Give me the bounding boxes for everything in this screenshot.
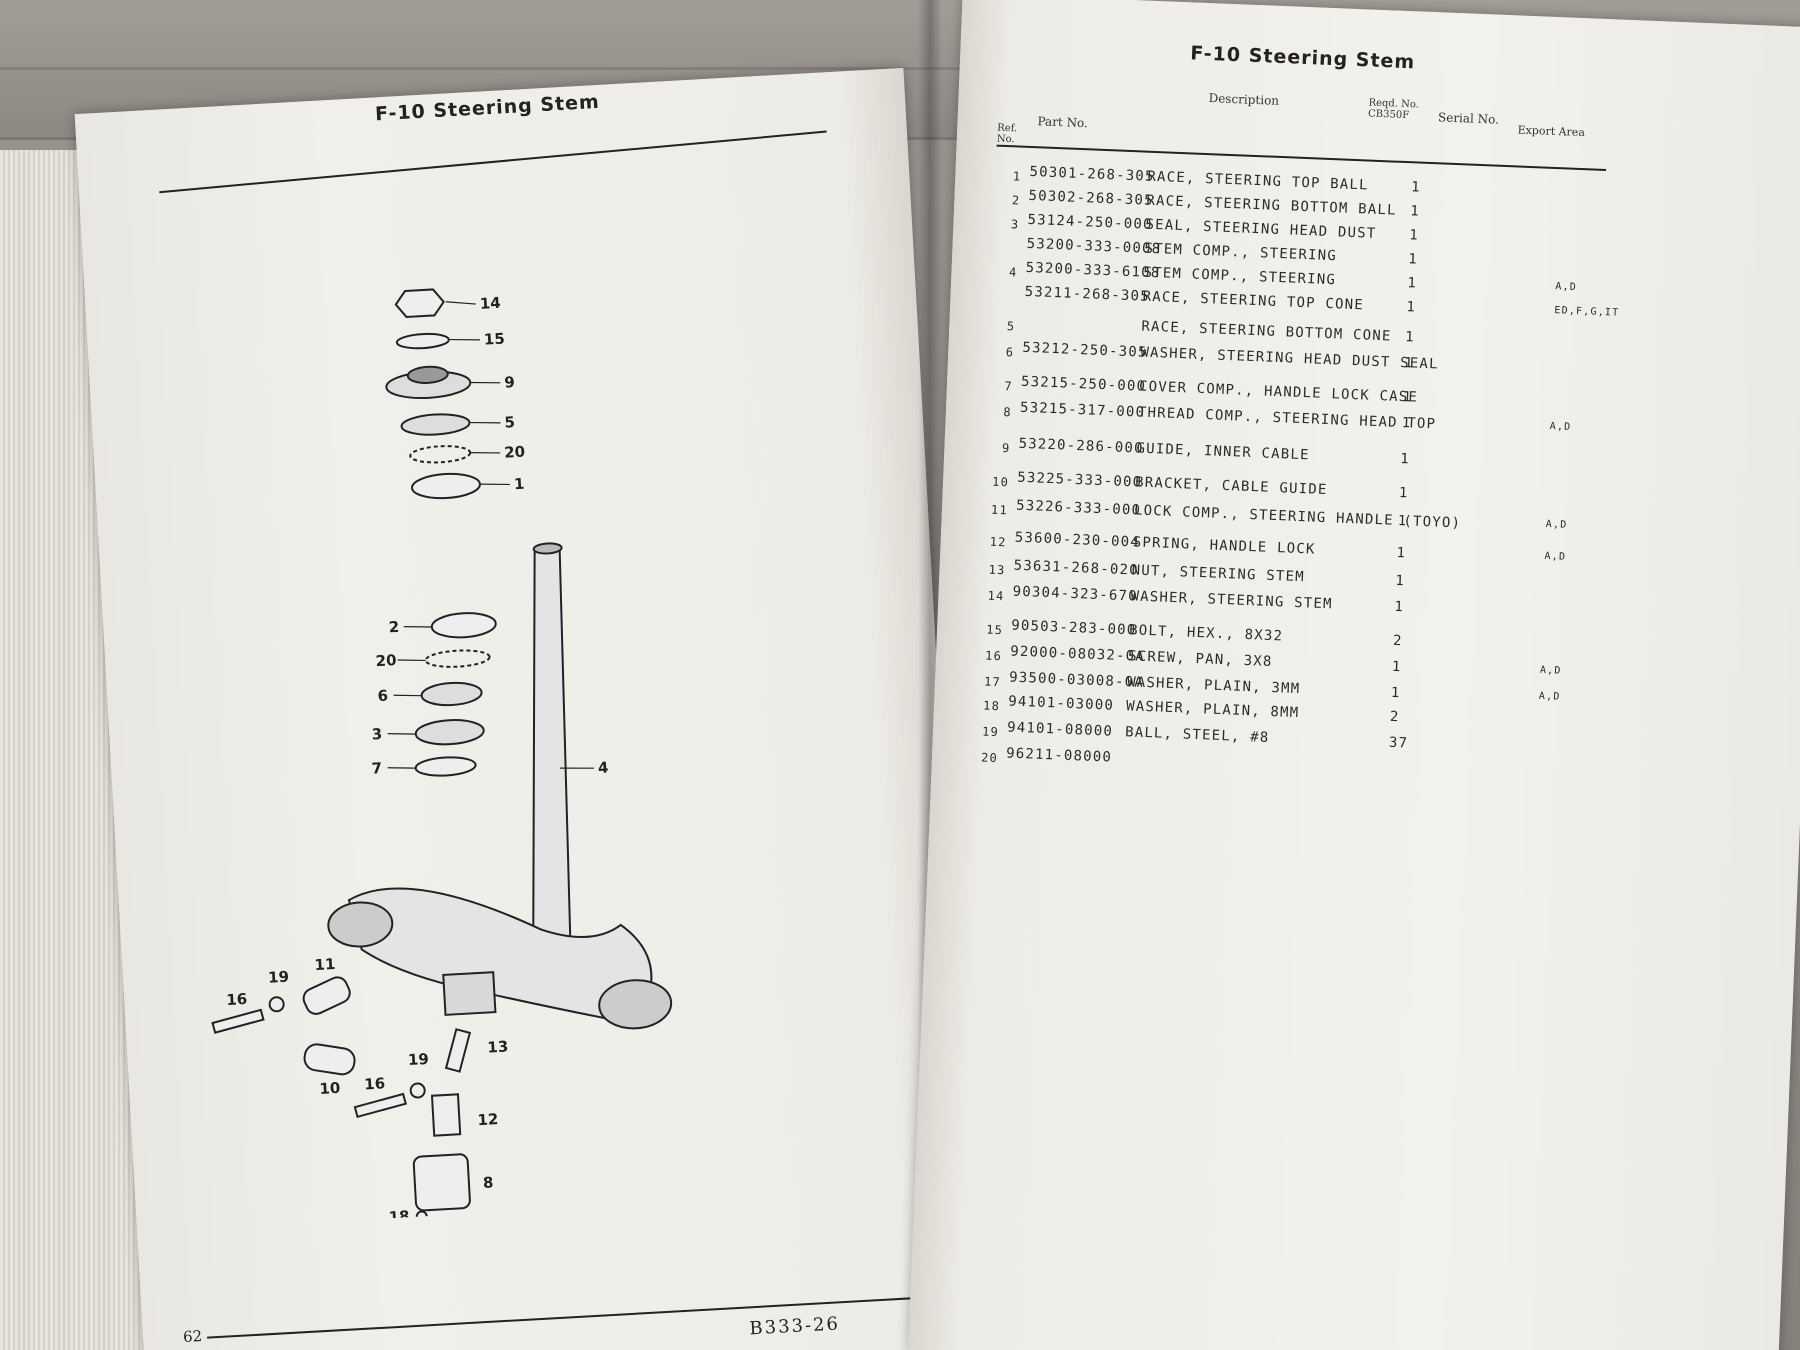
header-ref-no: Ref. No.	[996, 122, 1018, 146]
callout-15: 15	[483, 330, 505, 349]
catalog-code: B333-26	[748, 1313, 841, 1340]
callout-19-a: 19	[268, 968, 290, 987]
dust-seal-washer-part	[414, 756, 477, 777]
cable-guide-bracket-part	[303, 1043, 356, 1076]
lock-spring-part	[444, 1028, 472, 1073]
plain-washer-3mm-part	[415, 1210, 428, 1223]
callout-20-bottom: 20	[375, 651, 397, 670]
callout-17: 17	[443, 1216, 465, 1231]
callout-10: 10	[319, 1079, 341, 1098]
callout-16-a: 16	[226, 990, 248, 1009]
steel-balls-top	[409, 445, 472, 464]
left-page-title: F-10 Steering Stem	[374, 90, 601, 126]
steering-stem-part	[327, 542, 673, 1030]
callout-1: 1	[513, 475, 524, 494]
callout-4: 4	[597, 758, 608, 777]
lock-cover-part	[412, 1153, 471, 1212]
callout-7: 7	[371, 759, 382, 778]
callout-9: 9	[504, 373, 515, 392]
callout-6: 6	[377, 687, 388, 706]
top-bearing-stack	[385, 288, 481, 500]
header-serial-no: Serial No.	[1437, 110, 1500, 127]
callout-3: 3	[371, 725, 382, 744]
callout-13: 13	[487, 1037, 509, 1056]
lock-comp-part	[430, 1093, 462, 1137]
washer-part-a	[268, 996, 285, 1013]
left-page: F-10 Steering Stem	[74, 67, 976, 1350]
callout-12: 12	[477, 1110, 499, 1129]
callout-5: 5	[504, 413, 515, 432]
header-description: Description	[1208, 91, 1280, 108]
washer-part-b	[409, 1082, 426, 1099]
bolt-part-b	[353, 1092, 407, 1119]
cable-guide-part	[302, 976, 351, 1015]
bottom-ball-race-part	[430, 612, 497, 639]
callout-leaders	[387, 301, 594, 769]
steering-stem-nut-part	[394, 288, 445, 318]
left-page-number: 62	[182, 1326, 203, 1347]
lock-assembly	[211, 976, 472, 1223]
stem-washer-part	[395, 332, 450, 350]
top-ball-race-part	[411, 472, 481, 500]
top-cone-race-part	[400, 413, 471, 436]
callout-8: 8	[482, 1173, 493, 1192]
callout-19-b: 19	[407, 1050, 429, 1069]
bolt-part-a	[211, 1008, 265, 1034]
callout-20-top: 20	[504, 443, 526, 462]
right-page-title: F-10 Steering Stem	[1189, 42, 1416, 74]
header-export-area: Export Area	[1517, 123, 1586, 140]
callout-14: 14	[479, 294, 501, 313]
title-rule	[159, 130, 827, 194]
steel-balls-bottom	[424, 649, 491, 668]
callout-11: 11	[314, 955, 336, 974]
right-page: F-10 Steering Stem Ref. No. Part No. Des…	[908, 0, 1800, 1350]
callout-2: 2	[388, 618, 399, 637]
callout-18: 18	[388, 1207, 410, 1226]
callout-16-b: 16	[364, 1074, 386, 1093]
header-reqd-no: Reqd. No. CB350F	[1367, 97, 1420, 122]
bottom-cone-race-part	[420, 681, 483, 707]
exploded-parts-diagram: 14 15 9 5 20 1 2 20 6 3 7 4 11 19 16 10 …	[211, 288, 673, 1231]
bottom-bearing-stack	[414, 612, 497, 777]
dust-seal-part	[414, 719, 485, 746]
header-part-no: Part No.	[1037, 114, 1089, 131]
